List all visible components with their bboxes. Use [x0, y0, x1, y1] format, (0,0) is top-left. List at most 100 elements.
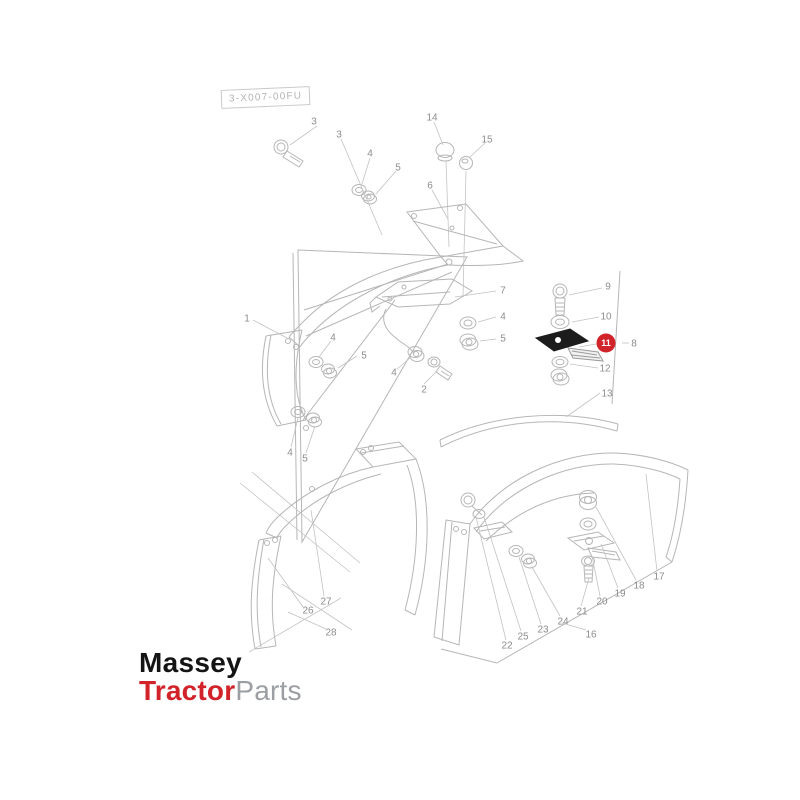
washer-icon-bracket [459, 316, 477, 330]
nut-icon-lower-bracket [407, 346, 425, 362]
leader-line-26 [267, 557, 304, 608]
clip-part11-highlighted[interactable] [534, 328, 604, 362]
diagram-code: 3-X007-00FU [220, 86, 311, 109]
callout-18: 18 [633, 581, 645, 592]
leader-line-10 [571, 316, 600, 323]
brand-logo: Massey TractorParts [139, 649, 302, 705]
washer-icon-10 [550, 315, 570, 329]
clip-part20 [566, 531, 621, 561]
callout-20: 20 [596, 597, 608, 608]
callout-21: 21 [576, 607, 588, 618]
callout-1: 1 [244, 314, 250, 325]
cap-icon-14 [435, 142, 455, 162]
leader-line-5 [375, 170, 397, 195]
drop-line-15 [462, 170, 467, 298]
leader-line-25 [483, 516, 522, 632]
nut-icon-13 [550, 368, 570, 386]
callout-27: 27 [320, 597, 332, 608]
washer-icon-12 [551, 356, 569, 368]
washer-icon-23 [508, 545, 524, 557]
leader-line-4 [361, 157, 371, 185]
callout-19: 19 [614, 589, 626, 600]
leader-line-4 [290, 417, 299, 448]
leader-line-1 [252, 319, 288, 339]
leader-line-27 [310, 509, 325, 597]
leader-line-13 [565, 392, 601, 418]
callout-13: 13 [601, 389, 613, 400]
leader-line-3 [289, 125, 318, 146]
nut-icon-left-upper [321, 363, 337, 379]
washer-icon-19 [579, 517, 597, 531]
extension-panel-part26 [248, 535, 353, 653]
leader-line-15 [469, 142, 486, 158]
callout-5: 5 [302, 454, 308, 465]
callout-22: 22 [501, 641, 513, 652]
callout-4: 4 [500, 312, 506, 323]
callout-26: 26 [302, 606, 314, 617]
plug-icon-15 [459, 156, 473, 170]
leader-line-24 [531, 566, 561, 617]
callout-10: 10 [600, 312, 612, 323]
drop-line-14 [445, 160, 450, 248]
leader-line-16 [561, 622, 587, 631]
leader-line-14 [433, 121, 444, 146]
leader-line-3 [340, 138, 383, 236]
top-fender-part6 [288, 203, 525, 348]
callout-15: 15 [481, 135, 493, 146]
callout-23: 23 [537, 625, 549, 636]
leader-line-4 [318, 340, 332, 358]
leader-line-6 [431, 189, 449, 220]
callout-8: 8 [631, 339, 637, 350]
callout-14: 14 [426, 113, 438, 124]
extension-panel-part1 [261, 329, 307, 427]
leader-line-4 [396, 357, 411, 370]
callout-17: 17 [653, 572, 665, 583]
logo-parts: Parts [235, 675, 302, 706]
leader-line-21 [580, 577, 590, 607]
callout-9: 9 [605, 282, 611, 293]
bolt-icon-21 [581, 555, 595, 583]
bolt-icon-top-left [273, 139, 304, 168]
callout-5: 5 [500, 334, 506, 345]
leader-line-4 [477, 316, 497, 323]
leader-line-7 [454, 290, 497, 298]
leader-line-18 [595, 506, 637, 581]
callout-5: 5 [361, 351, 367, 362]
middle-fender-part27 [265, 441, 428, 616]
leader-line-11 [578, 343, 597, 348]
callout-28: 28 [325, 628, 337, 639]
rear-fender-part16 [433, 452, 689, 664]
callout-16: 16 [585, 630, 597, 641]
bolt-icon-9 [552, 283, 568, 316]
callout-2: 2 [421, 385, 427, 396]
callout-4: 4 [330, 333, 336, 344]
bolt-icon-lower-bracket [427, 356, 453, 381]
highlighted-callout-circle[interactable] [596, 333, 616, 353]
nut-icon-left-lower [306, 412, 322, 428]
logo-tractor: Tractor [139, 675, 236, 706]
rod-part8 [611, 270, 621, 405]
callout-12: 12 [599, 364, 611, 375]
callout-5: 5 [395, 163, 401, 174]
leader-line-22 [475, 516, 507, 641]
leader-line-28 [287, 611, 327, 630]
leader-line-23 [518, 556, 542, 625]
leader-line-5 [337, 355, 358, 369]
leader-line-2 [423, 370, 438, 385]
callout-3: 3 [311, 117, 317, 128]
callout-4: 4 [287, 448, 293, 459]
nut-icon-18 [579, 490, 597, 510]
callout-24: 24 [557, 617, 569, 628]
bolt-icon-22 [460, 492, 486, 519]
nut-icon-top-left [361, 190, 377, 205]
callout-7: 7 [500, 286, 506, 297]
nut-icon-bracket [459, 333, 479, 351]
washer-icon-left-upper [308, 356, 324, 368]
callout-3: 3 [336, 130, 342, 141]
washer-icon-left-lower [290, 406, 306, 418]
leader-line-5 [479, 338, 497, 342]
callout-11[interactable]: 11 [601, 338, 611, 348]
